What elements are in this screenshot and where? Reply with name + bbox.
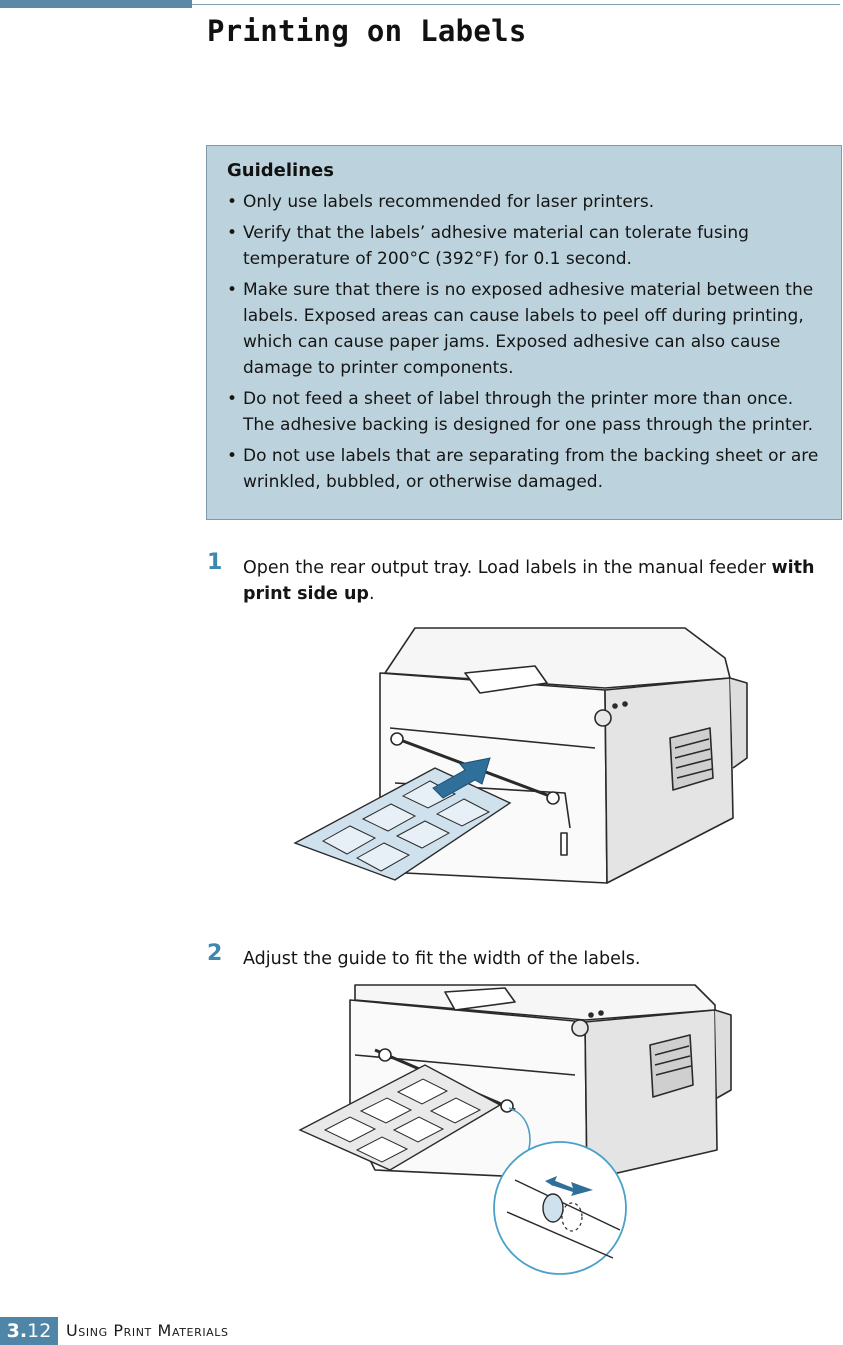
page-number: 3.12 — [0, 1317, 58, 1345]
step-number: 2 — [207, 941, 223, 966]
step-text: Adjust the guide to fit the width of the… — [243, 949, 641, 969]
vent-grille-icon — [649, 1034, 694, 1098]
header-accent-bar — [0, 0, 192, 8]
guideline-item: •Do not use labels that are separating f… — [227, 446, 819, 492]
step-text: Open the rear output tray. Load labels i… — [243, 558, 815, 604]
printer-adjust-guide-illustration — [298, 984, 732, 1275]
guideline-item: •Make sure that there is no exposed adhe… — [227, 280, 814, 378]
label-sheet-icon — [298, 1064, 502, 1171]
guideline-item: •Only use labels recommended for laser p… — [227, 192, 655, 212]
footer-section-title: Using Print Materials — [66, 1321, 229, 1340]
guidelines-box: Guidelines •Only use labels recommended … — [206, 145, 842, 520]
page-title: Printing on Labels — [207, 14, 527, 48]
printer-load-labels-illustration — [293, 627, 748, 884]
vent-grille-icon — [669, 727, 714, 791]
guidelines-heading: Guidelines — [227, 160, 334, 181]
feed-direction-arrow-icon — [432, 757, 491, 799]
header-rule — [192, 4, 840, 5]
page-footer: 3.12 Using Print Materials — [0, 1317, 843, 1345]
step-number: 1 — [207, 550, 223, 575]
adjust-direction-arrow-icon — [551, 1180, 593, 1196]
guideline-item: •Verify that the labels’ adhesive materi… — [227, 223, 749, 269]
guideline-item: •Do not feed a sheet of label through th… — [227, 389, 813, 435]
guide-zoom-callout-icon — [493, 1107, 627, 1275]
guidelines-list: •Only use labels recommended for laser p… — [227, 189, 823, 495]
